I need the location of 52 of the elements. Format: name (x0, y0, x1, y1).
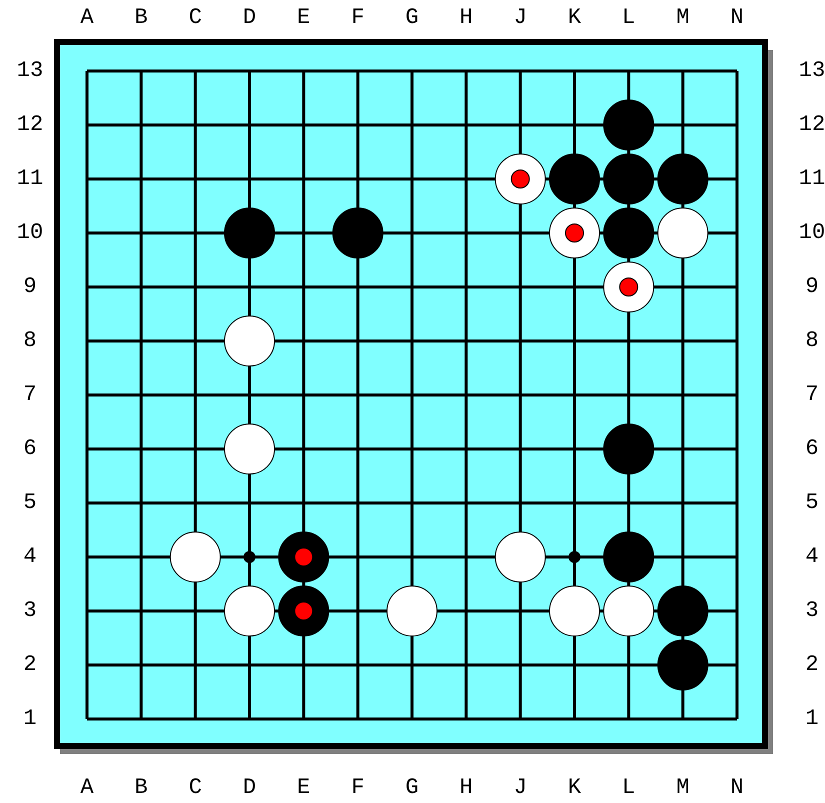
coordinate-label: A (80, 776, 94, 800)
coordinate-label: B (134, 776, 148, 800)
coordinate-label: K (568, 776, 582, 800)
coordinate-label: J (514, 776, 527, 800)
coordinate-label: C (188, 6, 202, 30)
coordinate-label: 8 (23, 329, 37, 353)
coordinate-label: 11 (798, 167, 825, 191)
coordinate-label: 13 (16, 59, 44, 83)
coordinate-label: 12 (16, 113, 44, 137)
coordinate-label: G (405, 776, 419, 800)
coordinate-label: 10 (16, 221, 44, 245)
coordinate-label: L (622, 776, 636, 800)
coordinate-label: 8 (805, 329, 819, 353)
coordinate-label: 1 (805, 707, 819, 731)
coordinate-label: F (351, 776, 364, 800)
coordinate-label: 7 (23, 383, 37, 407)
coordinate-label: E (297, 776, 310, 800)
coordinate-label: 9 (805, 275, 819, 299)
coordinate-label: N (730, 6, 744, 30)
coordinate-label: K (568, 6, 582, 30)
coordinate-label: N (730, 776, 744, 800)
coordinate-label: 13 (798, 59, 825, 83)
coordinate-label: 4 (805, 545, 819, 569)
coordinate-label: 7 (805, 383, 819, 407)
coordinate-label: E (297, 6, 310, 30)
coordinate-label: 5 (23, 491, 37, 515)
coordinate-label: 9 (23, 275, 37, 299)
coordinate-label: 2 (805, 653, 819, 677)
coordinate-label: 2 (23, 653, 37, 677)
coordinate-label: G (405, 6, 419, 30)
coordinate-label: 10 (798, 221, 825, 245)
coordinate-label: 3 (23, 599, 37, 623)
coordinate-label: J (514, 6, 527, 30)
coordinate-label: H (460, 776, 473, 800)
coordinate-label: L (622, 6, 636, 30)
coordinate-label: 3 (805, 599, 819, 623)
coordinate-label: 4 (23, 545, 37, 569)
coordinate-label: A (80, 6, 94, 30)
coordinate-label: B (134, 6, 148, 30)
coordinate-label: 1 (23, 707, 37, 731)
coordinate-label: C (188, 776, 202, 800)
coordinate-label: 6 (23, 437, 37, 461)
coordinate-label: D (242, 6, 256, 30)
coordinate-label: H (460, 6, 473, 30)
coordinate-label: 5 (805, 491, 819, 515)
coordinate-label: D (242, 776, 256, 800)
coordinate-label: F (351, 6, 364, 30)
coordinate-label: M (676, 776, 690, 800)
coordinate-label: 12 (798, 113, 825, 137)
coordinate-label: 6 (805, 437, 819, 461)
coordinate-label: 11 (16, 167, 44, 191)
coordinate-label: M (676, 6, 690, 30)
